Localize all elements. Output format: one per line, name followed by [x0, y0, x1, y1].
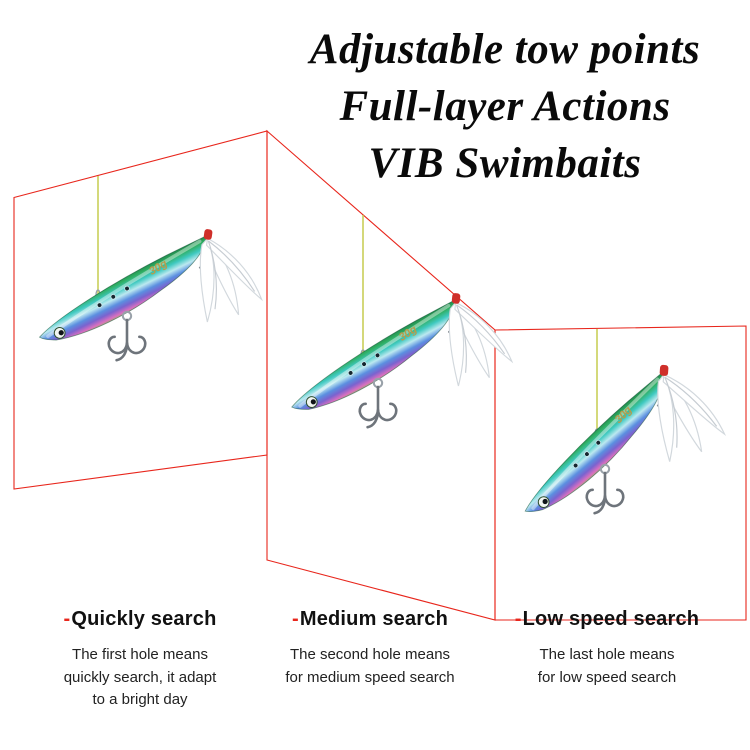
headline-line-1: Adjustable tow points: [309, 26, 701, 73]
feature-title: -Low speed search: [483, 608, 731, 631]
tail-feather-hook: [441, 291, 520, 393]
feature-title-text: Low speed search: [522, 608, 700, 630]
lure-display-low-speed: [511, 329, 731, 526]
feature-quickly-search: -Quickly search The first hole means qui…: [25, 608, 255, 712]
lure-display-quickly: [29, 176, 272, 362]
feature-title-text: Quickly search: [71, 608, 217, 630]
feature-title: -Medium search: [255, 608, 485, 631]
headline-line-3: VIB Swimbaits: [368, 139, 642, 187]
feature-low-speed-search: -Low speed search The last hole means fo…: [483, 608, 731, 689]
display-panels: [13, 129, 747, 621]
feature-dash: -: [291, 608, 299, 630]
feature-medium-search: -Medium search The second hole means for…: [255, 608, 485, 689]
panel-outline-right: [494, 325, 747, 621]
feature-description: The first hole means quickly search, it …: [63, 646, 217, 708]
feature-description: The second hole means for medium speed s…: [285, 646, 455, 686]
feature-title-text: Medium search: [299, 608, 449, 630]
panel-outline-left: [13, 130, 268, 490]
headline: Adjustable tow points Full-layer Actions…: [272, 22, 738, 192]
feature-description: The last hole means for low speed search: [537, 646, 677, 686]
feature-title: -Quickly search: [25, 608, 255, 631]
tail-feather-hook: [190, 227, 272, 331]
headline-line-2: Full-layer Actions: [339, 82, 671, 130]
tail-feather-hook: [651, 363, 731, 467]
feature-dash: -: [63, 608, 71, 630]
lure-display-medium: [281, 215, 520, 429]
feature-dash: -: [514, 608, 522, 630]
